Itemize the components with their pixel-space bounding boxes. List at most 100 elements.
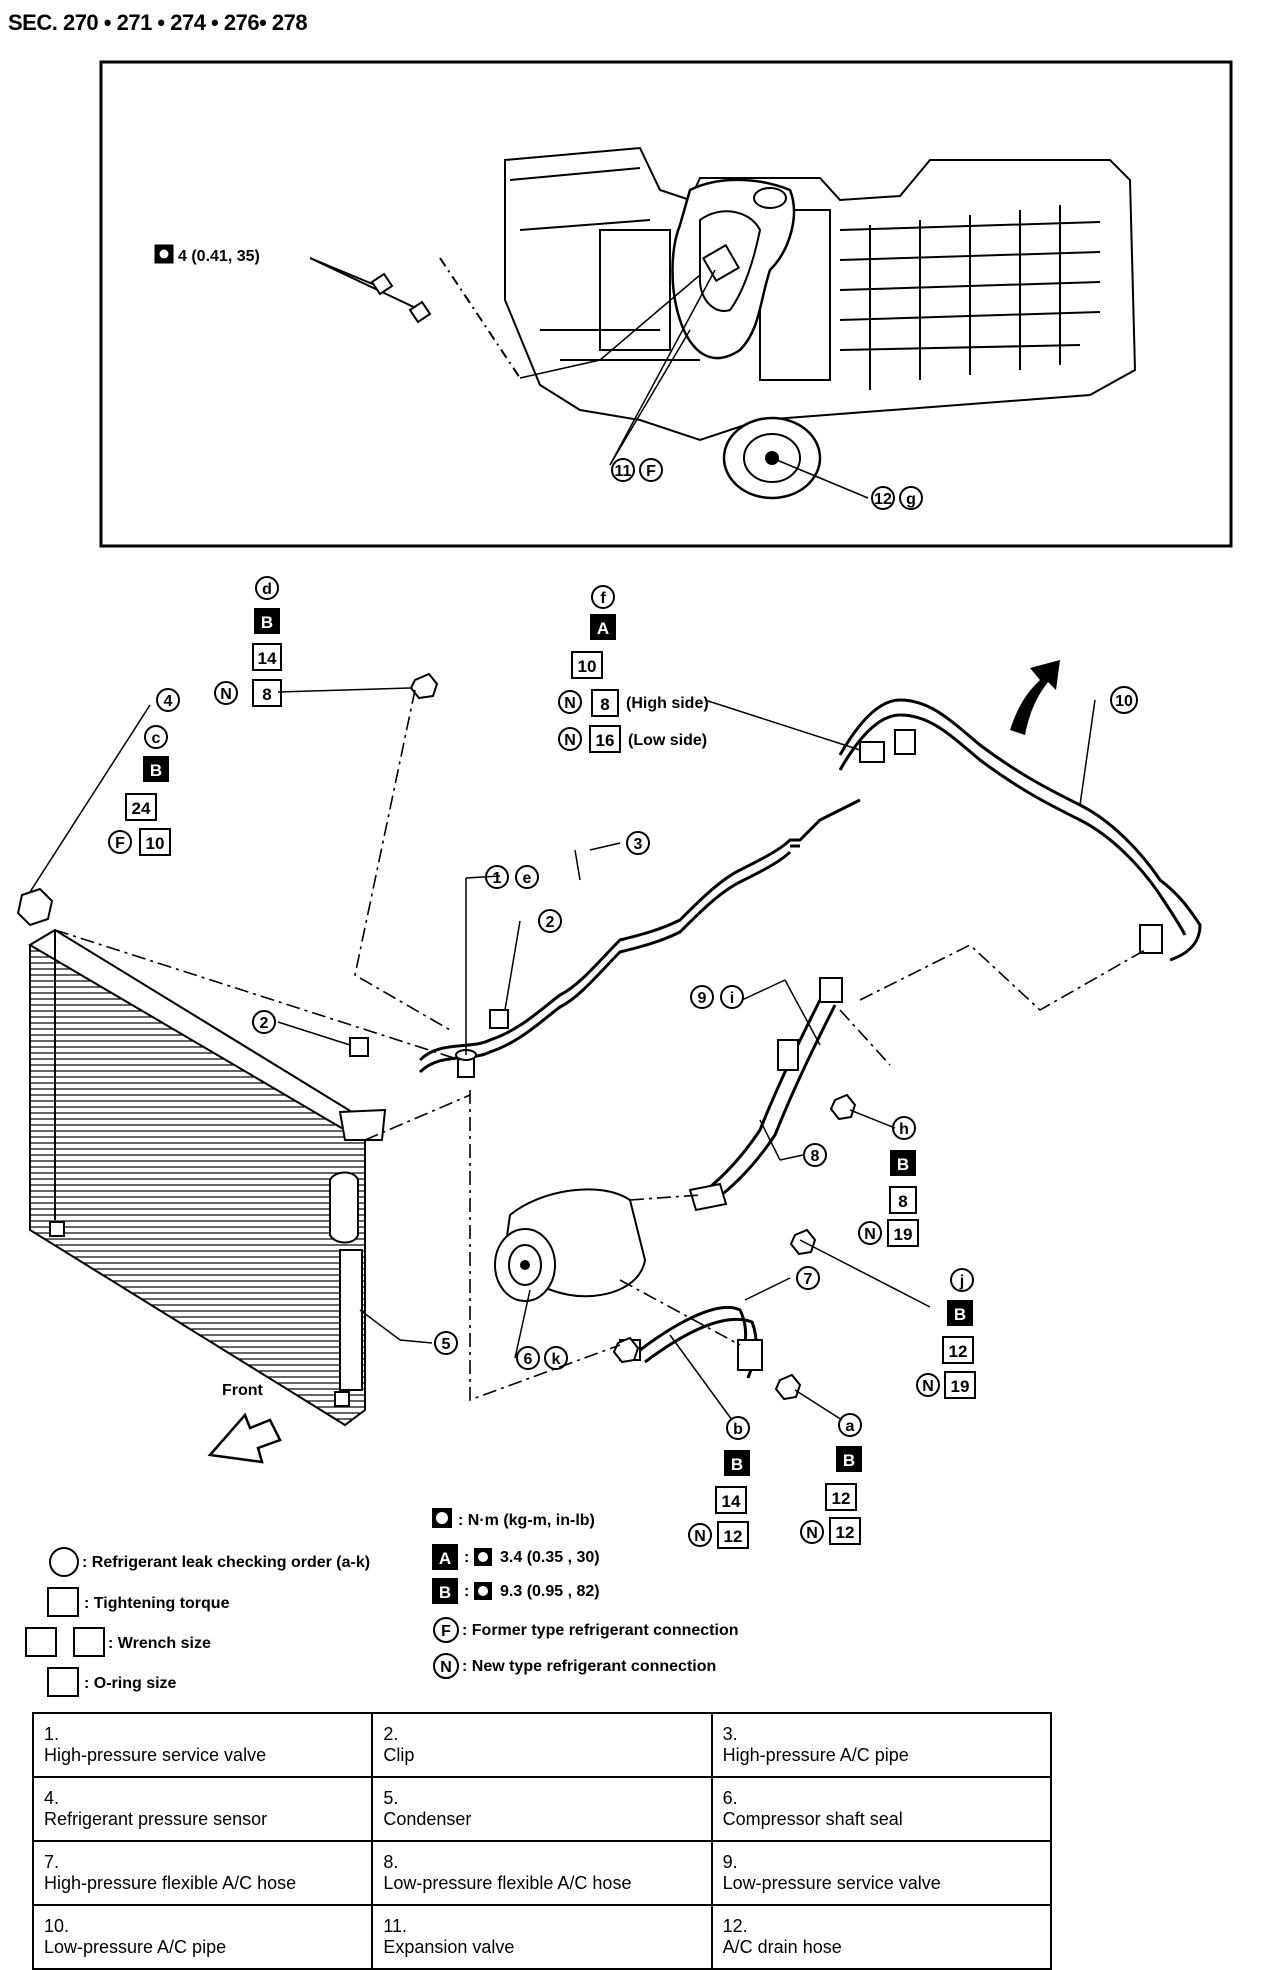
svg-text:5: 5 (442, 1336, 451, 1353)
svg-text:12: 12 (874, 491, 892, 508)
svg-text:(Low side): (Low side) (628, 732, 707, 749)
svg-text:e: e (523, 870, 532, 887)
svg-text:7: 7 (804, 1271, 813, 1288)
part-number: 5. (383, 1788, 399, 1808)
parts-table-cell: 6.Compressor shaft seal (710, 1776, 1053, 1842)
low-pressure-pipe-drawing (838, 698, 1202, 962)
svg-text:N: N (922, 1378, 934, 1395)
svg-text:4: 4 (164, 693, 173, 710)
front-label: Front (222, 1382, 264, 1399)
svg-text:9: 9 (698, 990, 707, 1007)
callout-part-4: 4 (156, 688, 180, 712)
callout-stack-h: h B 8 N 19 (858, 1116, 919, 1247)
section-title: SEC. 270 • 271 • 274 • 276• 278 (8, 10, 308, 35)
legend-wrench: : Wrench size (108, 1635, 211, 1652)
svg-text:11: 11 (615, 463, 632, 480)
legend-former: : Former type refrigerant connection (462, 1622, 739, 1639)
part-name: Refrigerant pressure sensor (44, 1809, 268, 1829)
part-name: Condenser (383, 1809, 472, 1829)
part-number: 7. (44, 1852, 60, 1872)
svg-text:B: B (261, 613, 273, 632)
parts-table-cell: 10.Low-pressure A/C pipe (31, 1904, 374, 1970)
svg-text:6: 6 (524, 1351, 533, 1368)
legend-b-value: 9.3 (0.95 , 82) (500, 1583, 600, 1600)
callout-stack-f: f A 10 N 8 (High side) N 16 (Low side) (558, 585, 709, 753)
svg-text:1: 1 (493, 870, 502, 887)
low-pressure-service-valve-drawing (688, 977, 843, 1212)
svg-text:h: h (899, 1121, 909, 1138)
callout-part-3: 3 (626, 831, 650, 855)
svg-text:10: 10 (578, 657, 597, 676)
svg-text:i: i (730, 990, 734, 1007)
svg-text:12: 12 (836, 1523, 855, 1542)
part-name: Low-pressure A/C pipe (44, 1937, 227, 1957)
inset-leader-11 (609, 269, 716, 466)
callout-part-1: 1 e (485, 865, 539, 889)
svg-text:c: c (152, 730, 161, 747)
parts-table-cell: 11.Expansion valve (371, 1904, 713, 1970)
part-name: Low-pressure flexible A/C hose (383, 1873, 632, 1893)
svg-text:14: 14 (258, 649, 277, 668)
svg-text:12: 12 (832, 1489, 851, 1508)
heater-unit-drawing (504, 146, 1137, 500)
parts-table-cell: 5.Condenser (371, 1776, 713, 1842)
svg-text:B: B (150, 761, 162, 780)
callout-part-9: 9 i (690, 985, 744, 1009)
part-number: 11. (383, 1916, 408, 1936)
svg-text:N: N (806, 1525, 818, 1542)
part-name: Expansion valve (383, 1937, 515, 1957)
callout-stack-a: a B 12 N 12 (800, 1413, 862, 1545)
part-number: 10. (44, 1916, 70, 1936)
callout-part-6: 6 k (516, 1346, 568, 1370)
pipe-end-fittings (859, 729, 1163, 954)
callout-part-7: 7 (796, 1266, 820, 1290)
parts-table-cell: 1.High-pressure service valve (31, 1712, 374, 1778)
svg-text:N: N (220, 686, 232, 703)
svg-text:N: N (564, 695, 576, 712)
svg-text:B: B (439, 1583, 451, 1602)
svg-text:a: a (846, 1418, 855, 1435)
svg-text:8: 8 (262, 685, 271, 704)
svg-text:B: B (843, 1451, 855, 1470)
svg-text:10: 10 (146, 834, 165, 853)
svg-text:d: d (262, 581, 272, 598)
legend-leak-order: : Refrigerant leak checking order (a-k) (82, 1554, 370, 1571)
svg-text:N: N (864, 1226, 876, 1243)
part-name: Clip (383, 1745, 415, 1765)
parts-table-cell: 12.A/C drain hose (710, 1904, 1053, 1970)
part-number: 8. (383, 1852, 399, 1872)
svg-text:f: f (600, 590, 606, 607)
parts-table-cell: 7.High-pressure flexible A/C hose (31, 1840, 374, 1906)
svg-text:F: F (115, 835, 125, 852)
svg-text:N: N (694, 1528, 706, 1545)
ac-system-diagram: 4 (0.41, 35) 11 F 12 g (16, 60, 1233, 1697)
parts-table-cell: 4.Refrigerant pressure sensor (31, 1776, 374, 1842)
part-number: 4. (44, 1788, 60, 1808)
part-number: 3. (722, 1724, 738, 1744)
compressor-drawing (494, 1188, 647, 1302)
clip-2a-drawing (489, 1009, 509, 1029)
front-arrow (207, 1412, 282, 1464)
parts-table-cell: 2.Clip (371, 1712, 713, 1778)
part-number: 6. (722, 1788, 738, 1808)
parts-table-cell: 8.Low-pressure flexible A/C hose (371, 1840, 713, 1906)
svg-text:b: b (733, 1421, 743, 1438)
svg-text:A: A (439, 1549, 451, 1568)
svg-text:8: 8 (898, 1192, 907, 1211)
dashed-leaders (54, 689, 1146, 1402)
inset-leader-12 (771, 457, 869, 499)
svg-text:19: 19 (894, 1225, 913, 1244)
svg-text::: : (464, 1583, 469, 1600)
svg-text:A: A (597, 619, 609, 638)
svg-text:10: 10 (1115, 693, 1133, 710)
clip-2b-drawing (349, 1037, 369, 1057)
svg-text:B: B (897, 1155, 909, 1174)
svg-text:g: g (906, 491, 916, 508)
svg-text:8: 8 (600, 695, 609, 714)
condenser-drawing (28, 928, 387, 1427)
part-name: A/C drain hose (722, 1937, 842, 1957)
